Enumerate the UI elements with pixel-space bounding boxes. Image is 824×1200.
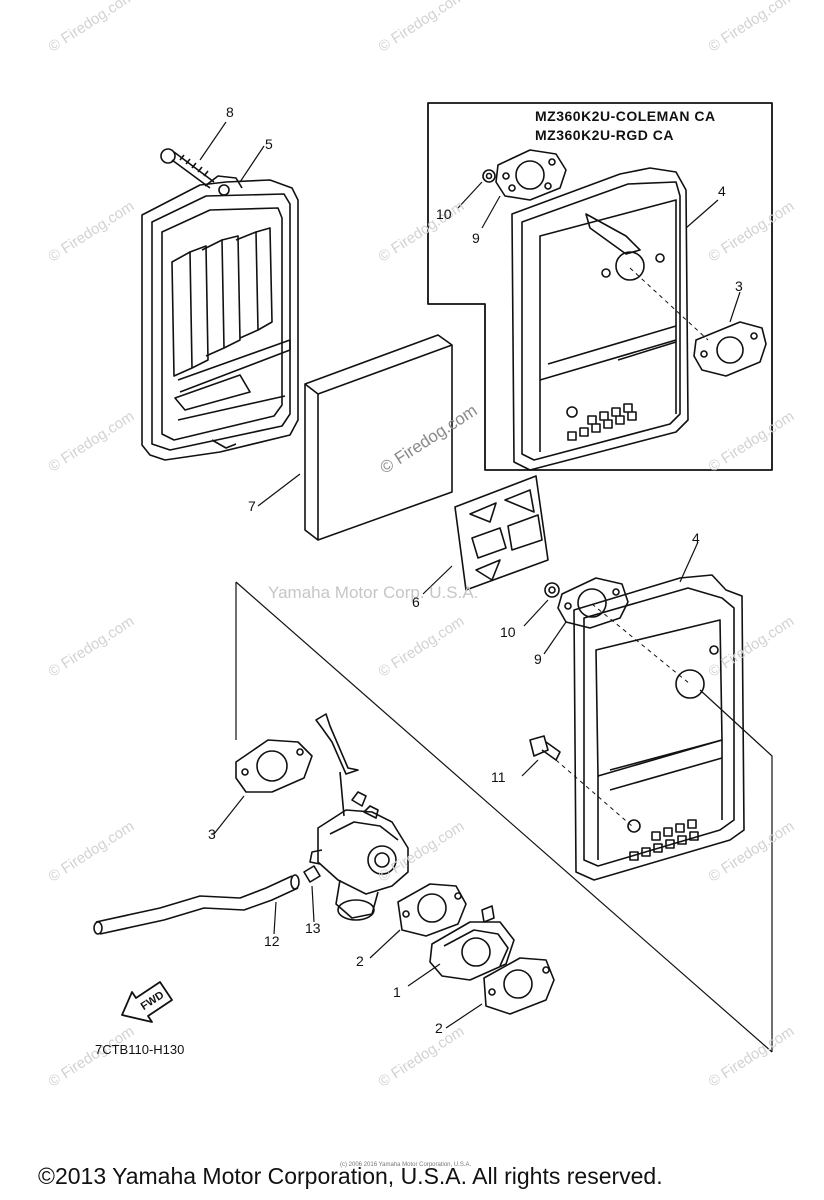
callout-2: 2 <box>435 1020 443 1036</box>
drawing-code: 7CTB110-H130 <box>95 1042 185 1057</box>
center-watermark: Yamaha Motor Corp. U.S.A. <box>268 583 479 602</box>
gasket-part-6 <box>454 475 549 591</box>
callout-1: 1 <box>393 984 401 1000</box>
gasket-part-9-inset <box>495 149 567 201</box>
callout-3: 3 <box>208 826 216 842</box>
insulator-part-1 <box>429 905 515 981</box>
callout-10: 10 <box>436 206 452 222</box>
housing-part-4-inset <box>511 167 689 471</box>
callout-13: 13 <box>305 920 321 936</box>
forward-arrow-icon <box>121 981 173 1023</box>
bolt-part-11 <box>529 735 561 761</box>
fine-print: (c) 2006 2016 Yamaha Motor Corporation, … <box>340 1162 472 1168</box>
joint-part-13 <box>303 865 321 883</box>
air-filter-element <box>304 334 453 541</box>
callout-6: 6 <box>412 594 420 610</box>
gasket-part-3-inset <box>693 321 767 377</box>
callout-3: 3 <box>735 278 743 294</box>
housing-part-4 <box>573 574 745 881</box>
inset-model-line-2: MZ360K2U-RGD CA <box>535 127 674 143</box>
bolt-part-8 <box>160 148 215 189</box>
nut-part-10 <box>544 582 560 598</box>
callout-2: 2 <box>356 953 364 969</box>
callout-8: 8 <box>226 104 234 120</box>
callout-12: 12 <box>264 933 280 949</box>
callout-10: 10 <box>500 624 516 640</box>
callout-7: 7 <box>248 498 256 514</box>
callout-5: 5 <box>265 136 273 152</box>
carburetor <box>309 713 409 921</box>
callout-9: 9 <box>534 651 542 667</box>
inset-frame <box>427 102 773 471</box>
air-cleaner-case <box>141 175 299 461</box>
inset-model-line-1: MZ360K2U-COLEMAN CA <box>535 108 716 124</box>
callout-9: 9 <box>472 230 480 246</box>
callout-4: 4 <box>692 530 700 546</box>
gasket-part-2-lower <box>483 957 555 1015</box>
gasket-part-9 <box>557 577 629 629</box>
nut-part-10-inset <box>482 169 496 183</box>
gasket-part-2-upper <box>397 883 467 937</box>
copyright-notice: ©2013 Yamaha Motor Corporation, U.S.A. A… <box>38 1163 663 1189</box>
hose-part-12 <box>93 874 300 935</box>
gasket-part-3 <box>235 739 313 793</box>
callout-11: 11 <box>491 769 506 785</box>
callout-4: 4 <box>718 183 726 199</box>
